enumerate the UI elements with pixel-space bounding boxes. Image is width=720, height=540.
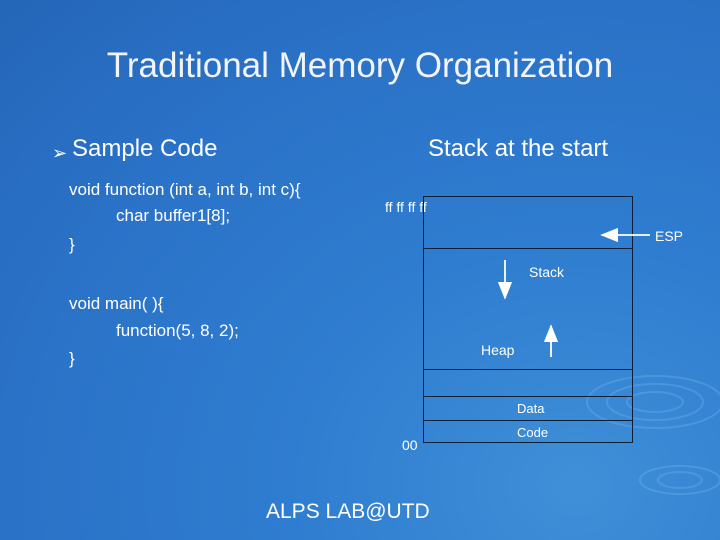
- heap-divider: [424, 369, 632, 370]
- stack-heading: Stack at the start: [428, 135, 609, 162]
- esp-label: ESP: [655, 228, 684, 244]
- data-divider: [424, 396, 632, 397]
- code-line: void main( ){: [69, 294, 164, 313]
- code-line: void function (int a, int b, int c){: [69, 180, 301, 199]
- code-divider: [424, 420, 632, 421]
- data-segment-label: Data: [517, 401, 545, 416]
- heap-label: Heap: [481, 342, 515, 358]
- bottom-address-label: 00: [402, 437, 418, 453]
- code-line: char buffer1[8];: [116, 206, 231, 225]
- code-line: }: [69, 235, 75, 254]
- footer-lab-name: ALPS LAB@UTD: [266, 500, 430, 523]
- sample-code-heading: Sample Code: [72, 135, 218, 162]
- code-segment-label: Code: [517, 425, 549, 440]
- memory-layout-diagram: [423, 196, 633, 443]
- water-ripple-decoration: [586, 375, 720, 495]
- code-line: function(5, 8, 2);: [116, 321, 239, 340]
- stack-label: Stack: [529, 264, 565, 280]
- slide-title: Traditional Memory Organization: [106, 46, 614, 85]
- stack-top-divider: [424, 248, 632, 249]
- bullet-arrow-icon: ➢: [52, 143, 68, 163]
- top-address-label: ff ff ff ff: [385, 199, 427, 215]
- code-line: }: [69, 349, 75, 368]
